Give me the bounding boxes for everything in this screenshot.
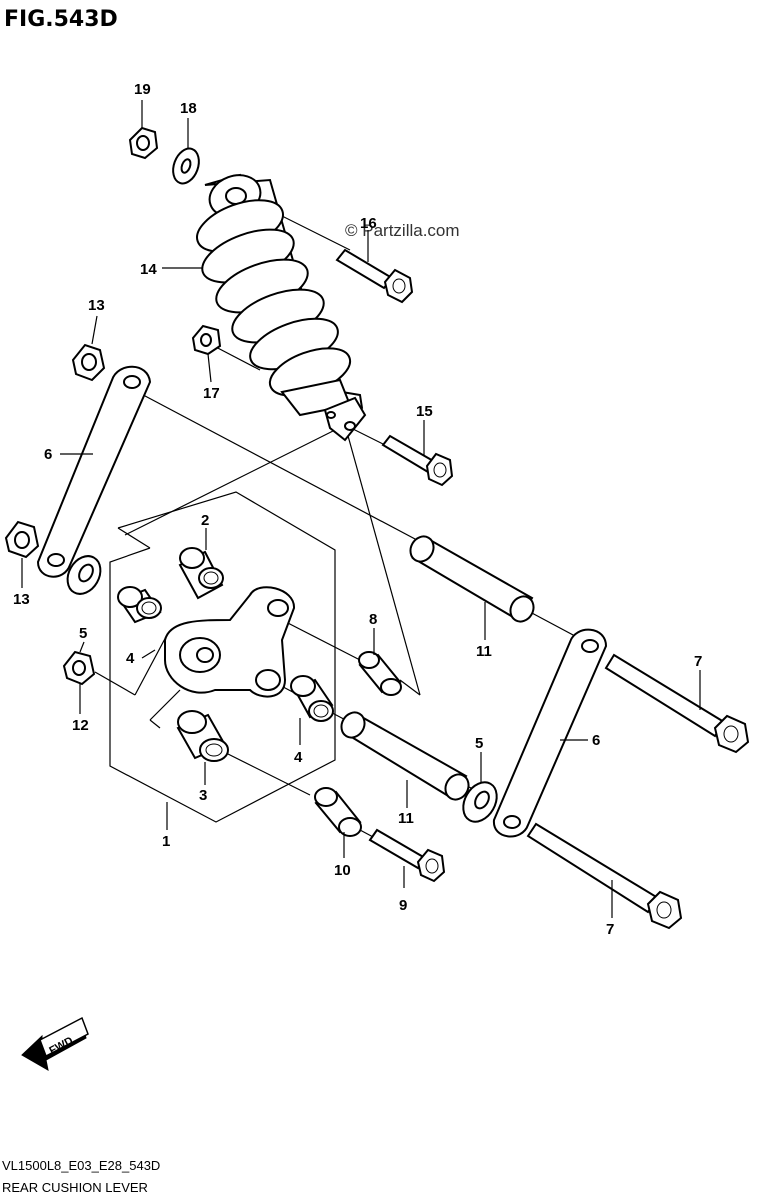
nut-13-lower [4,520,40,559]
callout-3: 3 [199,787,207,804]
callout-12: 12 [72,717,89,734]
bolt-7-lower [526,822,683,930]
lever-assembly-outline [109,491,336,823]
callout-13-lower: 13 [13,591,30,608]
callout-11-upper: 11 [476,643,492,660]
nut-17 [191,324,222,356]
callout-7-lower: 7 [606,921,614,938]
bearing-2 [178,547,224,600]
watermark: © Partzilla.com [345,221,460,240]
callout-16: 16 [360,215,377,232]
callout-13-upper: 13 [88,297,105,314]
washer-18 [172,147,200,185]
figure-name: REAR CUSHION LEVER [2,1180,148,1195]
callout-6-right: 6 [592,732,600,749]
callout-19: 19 [134,81,151,98]
callout-11-lower: 11 [398,810,414,827]
callout-5-right: 5 [475,735,483,752]
bearing-4-right [290,675,334,722]
nut-12 [62,650,96,686]
fwd-arrow-icon: FWD [21,1016,89,1071]
callout-5-left: 5 [79,625,87,642]
spacer-10 [314,787,362,837]
collar-11-upper [409,535,535,623]
callout-10: 10 [334,862,351,879]
figure-title: FIG.543D [4,7,118,32]
figure-code: VL1500L8_E03_E28_543D [2,1158,160,1173]
callout-4-right: 4 [294,749,303,766]
bearing-3 [176,710,229,762]
bolt-9 [368,828,446,883]
callout-17: 17 [203,385,220,402]
collar-11-lower [340,711,470,801]
bolt-7-upper [604,653,750,754]
callout-7-upper: 7 [694,653,702,670]
callout-8: 8 [369,611,377,628]
nut-19 [128,126,159,160]
callout-1: 1 [162,833,170,850]
callout-18: 18 [180,100,197,117]
bolt-16 [335,248,414,304]
link-rod-6-left [36,365,152,578]
callout-6-left: 6 [44,446,52,463]
link-rod-6-right [492,628,608,838]
cushion-lever [164,586,296,698]
callout-9: 9 [399,897,407,914]
callout-2: 2 [201,512,209,529]
washer-5-left [66,555,102,595]
rear-shock-absorber [196,173,367,442]
callout-15: 15 [416,403,433,420]
nut-13-upper [71,343,106,382]
callout-4-left: 4 [126,650,135,667]
washer-5-right [462,781,498,823]
bearing-4-left [117,586,162,624]
bolt-15 [381,434,454,487]
guide-lines [94,192,576,839]
callout-14: 14 [140,261,157,278]
leader-lines [21,100,701,918]
spacer-8 [358,651,402,696]
callouts: 19 18 14 16 13 17 15 6 13 2 5 12 4 4 3 8… [13,81,702,938]
